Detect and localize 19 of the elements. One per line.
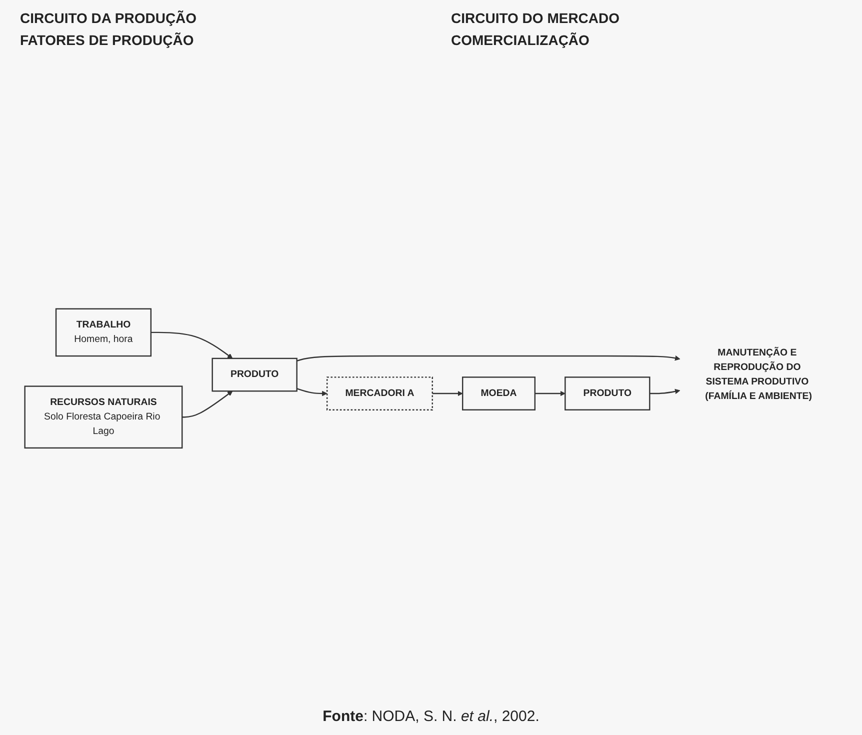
- column-heading: FATORES DE PRODUÇÃO: [20, 32, 195, 48]
- node-box: MERCADORI A: [326, 376, 433, 410]
- arrow: [296, 355, 680, 362]
- arrow: [182, 390, 233, 418]
- arrow: [534, 390, 566, 396]
- node-text: MANUTENÇÃO E REPRODUÇÃO DO SISTEMA PRODUTIVO (FAMÍLIA E AMBIENTE): [705, 347, 812, 401]
- node-box: RECURSOS NATURAIS Solo Floresta Capoeira Rio Lago: [24, 385, 183, 448]
- arrow: [432, 390, 463, 396]
- node-box: PRODUTO: [212, 357, 298, 392]
- node-box: TRABALHO Homem, hora: [55, 308, 152, 356]
- node-box: MOEDA: [462, 376, 536, 410]
- node-box: PRODUTO: [564, 376, 650, 410]
- caption: Fonte: NODA, S. N. et al., 2002.: [322, 708, 540, 725]
- arrow: [150, 331, 233, 358]
- column-heading: CIRCUITO DO MERCADO: [451, 10, 621, 26]
- arrow: [650, 388, 680, 394]
- column-heading: COMERCIALIZAÇÃO: [451, 32, 590, 48]
- column-heading: CIRCUITO DA PRODUÇÃO: [20, 10, 198, 26]
- arrow: [296, 388, 328, 396]
